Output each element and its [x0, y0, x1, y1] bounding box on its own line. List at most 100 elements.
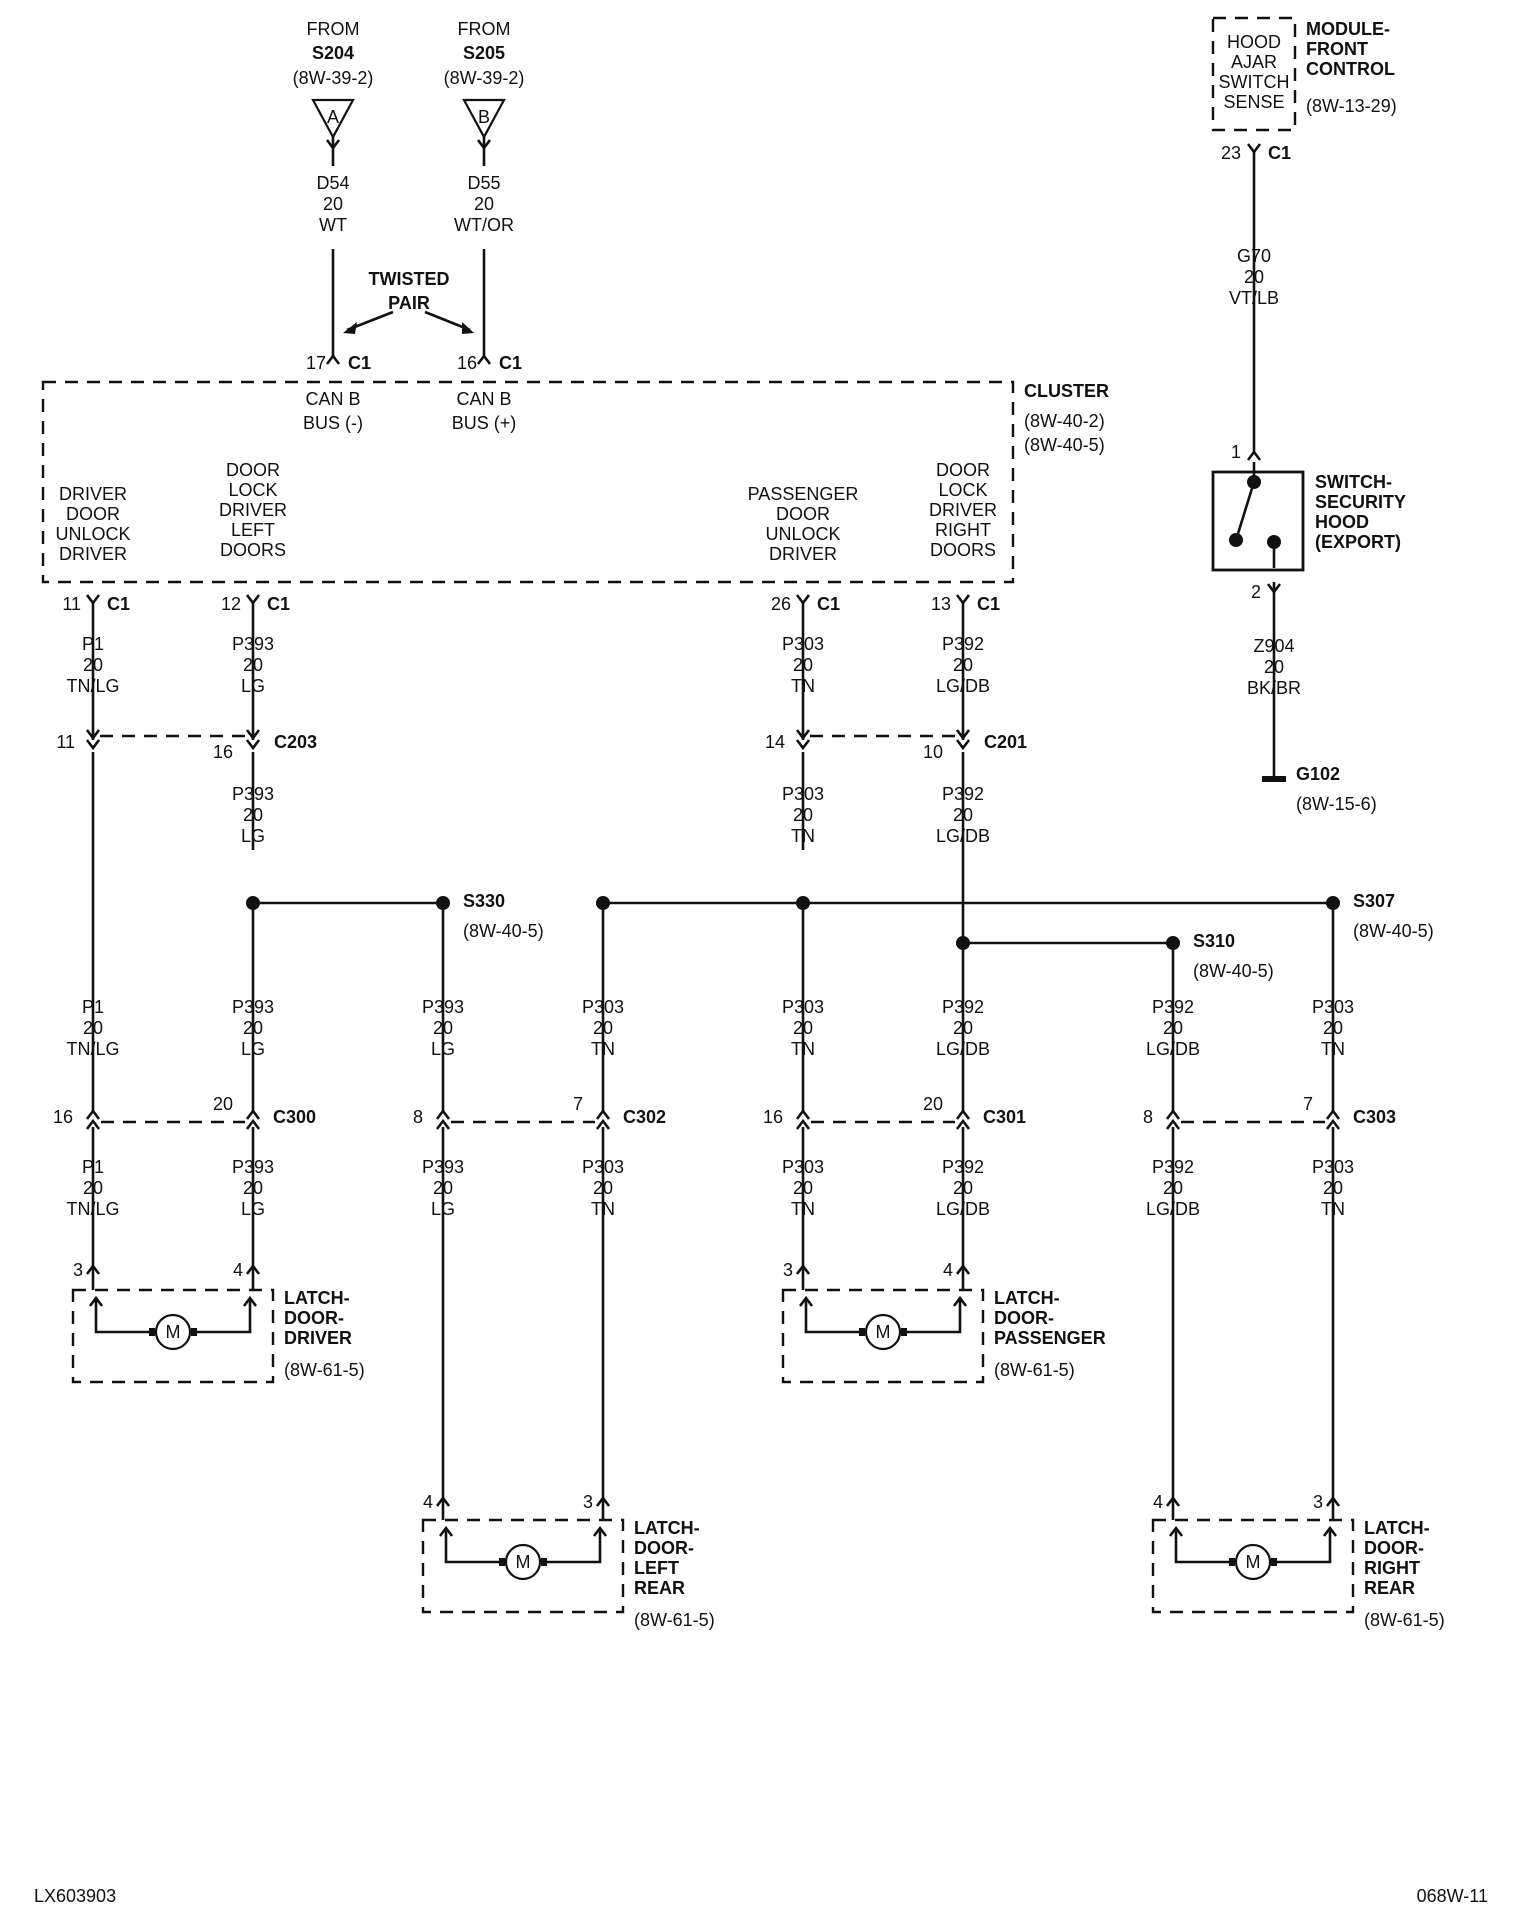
latch-right-rear-motor-terminal-left [1229, 1558, 1235, 1566]
s205-from: FROM [458, 19, 511, 39]
latch-passenger-box [781, 1288, 985, 1384]
c300-pin-a-b [85, 1118, 101, 1130]
c302-pin-b-a [595, 1108, 611, 1120]
c303-pin-b-number: 7 [1303, 1094, 1313, 1114]
c300-pin-b-b [245, 1118, 261, 1130]
s205-splice: S205 [463, 43, 505, 63]
label-p393-lower-color: LG [241, 1039, 265, 1059]
fcm-box-text-1: AJAR [1231, 52, 1277, 72]
splice-dot-4 [1326, 896, 1340, 910]
twisted-arrow-right-head [462, 322, 474, 334]
c303-pin-b-a [1325, 1108, 1341, 1120]
c300-name: C300 [273, 1107, 316, 1127]
latch-right-rear-name-0: LATCH- [1364, 1518, 1430, 1538]
latch-left-rear-motor-circle [504, 1543, 542, 1581]
twisted-pair-line1: TWISTED [369, 269, 450, 289]
cluster-pin-can-plus [476, 353, 492, 365]
label-p303-rr-gauge: 20 [1323, 1018, 1343, 1038]
latch-left-rear-leads [441, 1500, 605, 1520]
label-z904-color: BK/BR [1247, 678, 1301, 698]
cluster-out-lock_left-number: 12 [221, 594, 241, 614]
pass-unlock-label-3: DRIVER [769, 544, 837, 564]
cluster-out-driver_unlock-conn: C1 [107, 594, 130, 614]
label-p303-lower-color: TN [791, 1039, 815, 1059]
label-z904-gauge: 20 [1264, 657, 1284, 677]
label-p392-rr-circuit: P392 [1152, 997, 1194, 1017]
latch-left-rear-pin-left [435, 1495, 451, 1507]
latch-driver-name-2: DRIVER [284, 1328, 352, 1348]
hood-switch-contact-mid [1229, 533, 1243, 547]
driver-unlock-label-0: DRIVER [59, 484, 127, 504]
c300-pin-a-number: 16 [53, 1107, 73, 1127]
s330-name: S330 [463, 891, 505, 911]
latch-left-rear-name-3: REAR [634, 1578, 685, 1598]
s310-name: S310 [1193, 931, 1235, 951]
ground-ref: (8W-15-6) [1296, 794, 1377, 814]
s205-letter: B [478, 107, 490, 127]
c201-pin-a-a [795, 729, 811, 741]
latch-right-rear-motor-terminal-right [1271, 1558, 1277, 1566]
c203-pin-a-number: 11 [56, 732, 75, 752]
can-minus-line1: CAN B [305, 389, 360, 409]
hood-switch-pin-1-number: 1 [1231, 442, 1241, 462]
label-p392-top-circuit: P392 [942, 634, 984, 654]
component-shapes [41, 16, 1355, 1614]
pin-16-conn: C1 [499, 353, 522, 373]
label-g70-gauge: 20 [1244, 267, 1264, 287]
label-p393-lr-bottom-gauge: 20 [433, 1178, 453, 1198]
lock-left-label-1: LOCK [228, 480, 277, 500]
latch-passenger-pin-left [795, 1263, 811, 1275]
lock-left-label-4: DOORS [220, 540, 286, 560]
latch-left-rear-internal-pin-left [438, 1525, 454, 1537]
c302-name: C302 [623, 1107, 666, 1127]
fcm-box-text-0: HOOD [1227, 32, 1281, 52]
s330-ref: (8W-40-5) [463, 921, 544, 941]
label-p303-rr-bottom-color: TN [1321, 1199, 1345, 1219]
label-p392-rr-gauge: 20 [1163, 1018, 1183, 1038]
label-p303-mid-circuit: P303 [782, 784, 824, 804]
latch-passenger-name-1: DOOR- [994, 1308, 1054, 1328]
wire-d54-circuit: D54 [316, 173, 349, 193]
latch-passenger-pin-right-number: 4 [943, 1260, 953, 1280]
latch-driver-internal-pin-left [88, 1295, 104, 1307]
footer-left: LX603903 [34, 1886, 116, 1906]
label-p303-lr-circuit: P303 [582, 997, 624, 1017]
c300-pin-b-number: 20 [213, 1094, 233, 1114]
c301-pin-b-a [955, 1108, 971, 1120]
c300-pin-b-a [245, 1108, 261, 1120]
label-p303-lr-gauge: 20 [593, 1018, 613, 1038]
c301-pin-a-a [795, 1108, 811, 1120]
cluster-out-lock_left-pin [245, 594, 261, 606]
driver-unlock-label-1: DOOR [66, 504, 120, 524]
latch-driver-pin-right [245, 1263, 261, 1275]
c302-pin-b-b [595, 1118, 611, 1130]
latch-driver-box [71, 1288, 275, 1384]
hood-switch-box [1211, 470, 1305, 572]
s205-pin [476, 139, 492, 151]
label-p303-rr-circuit: P303 [1312, 997, 1354, 1017]
fcm-ref: (8W-13-29) [1306, 96, 1397, 116]
label-p393-mid-circuit: P393 [232, 784, 274, 804]
c201-pin-b-a [955, 729, 971, 741]
latch-driver-pin-left-number: 3 [73, 1260, 83, 1280]
driver-unlock-label-3: DRIVER [59, 544, 127, 564]
fcm-name-1: FRONT [1306, 39, 1368, 59]
label-p393-bottom-circuit: P393 [232, 1157, 274, 1177]
latch-left-rear-name-2: LEFT [634, 1558, 679, 1578]
fcm-box-text-2: SWITCH [1219, 72, 1290, 92]
lock-left-label-0: DOOR [226, 460, 280, 480]
label-p392-rr-bottom-color: LG/DB [1146, 1199, 1200, 1219]
hood-switch-name-3: (EXPORT) [1315, 532, 1401, 552]
latch-left-rear-motor-terminal-left [499, 1558, 505, 1566]
c302-pin-b-number: 7 [573, 1094, 583, 1114]
c302-pin-a-b [435, 1118, 451, 1130]
label-p393-bottom-color: LG [241, 1199, 265, 1219]
latch-right-rear-ref: (8W-61-5) [1364, 1610, 1445, 1630]
c201-pin-b-b [955, 739, 971, 751]
latch-left-rear-ref: (8W-61-5) [634, 1610, 715, 1630]
fcm-box [1211, 16, 1297, 132]
latch-right-rear-pin-right-number: 3 [1313, 1492, 1323, 1512]
label-p303-rr-bottom-gauge: 20 [1323, 1178, 1343, 1198]
latch-passenger-motor-terminal-left [859, 1328, 865, 1336]
